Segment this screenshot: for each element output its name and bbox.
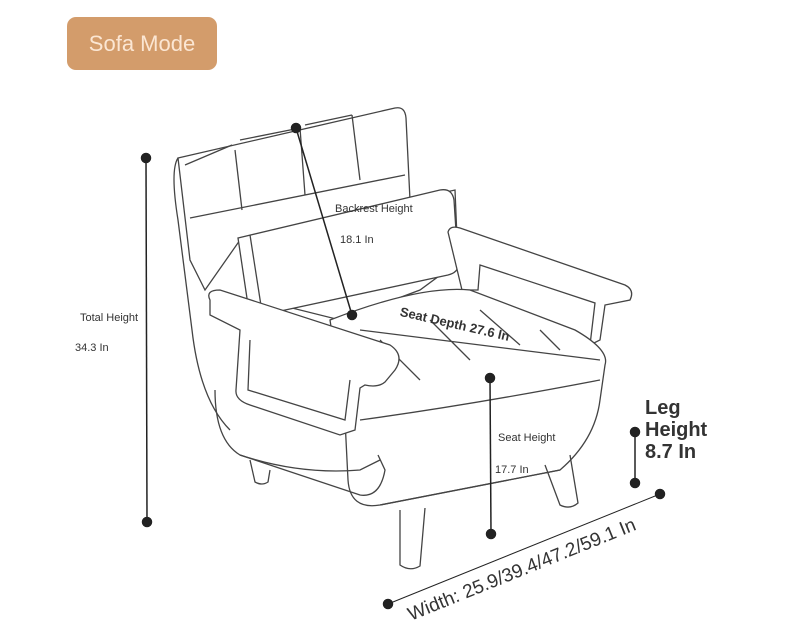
leg-height-value: 8.7 In <box>645 441 697 463</box>
seat-height-label: Seat Height <box>498 432 556 444</box>
leg-height-label: Leg Height 8.7 In <box>645 397 707 463</box>
total-height-value: 34.3 In <box>75 342 109 354</box>
backrest-height-label: Backrest Height <box>335 203 413 215</box>
leg-height-line1: Leg <box>645 397 681 419</box>
total-height-label: Total Height <box>80 312 139 324</box>
leg-height-line2: Height <box>645 419 708 441</box>
backrest-height-value: 18.1 In <box>340 234 374 246</box>
sofa-mode-badge: Sofa Mode <box>67 17 217 70</box>
seat-height-value: 17.7 In <box>495 464 529 476</box>
